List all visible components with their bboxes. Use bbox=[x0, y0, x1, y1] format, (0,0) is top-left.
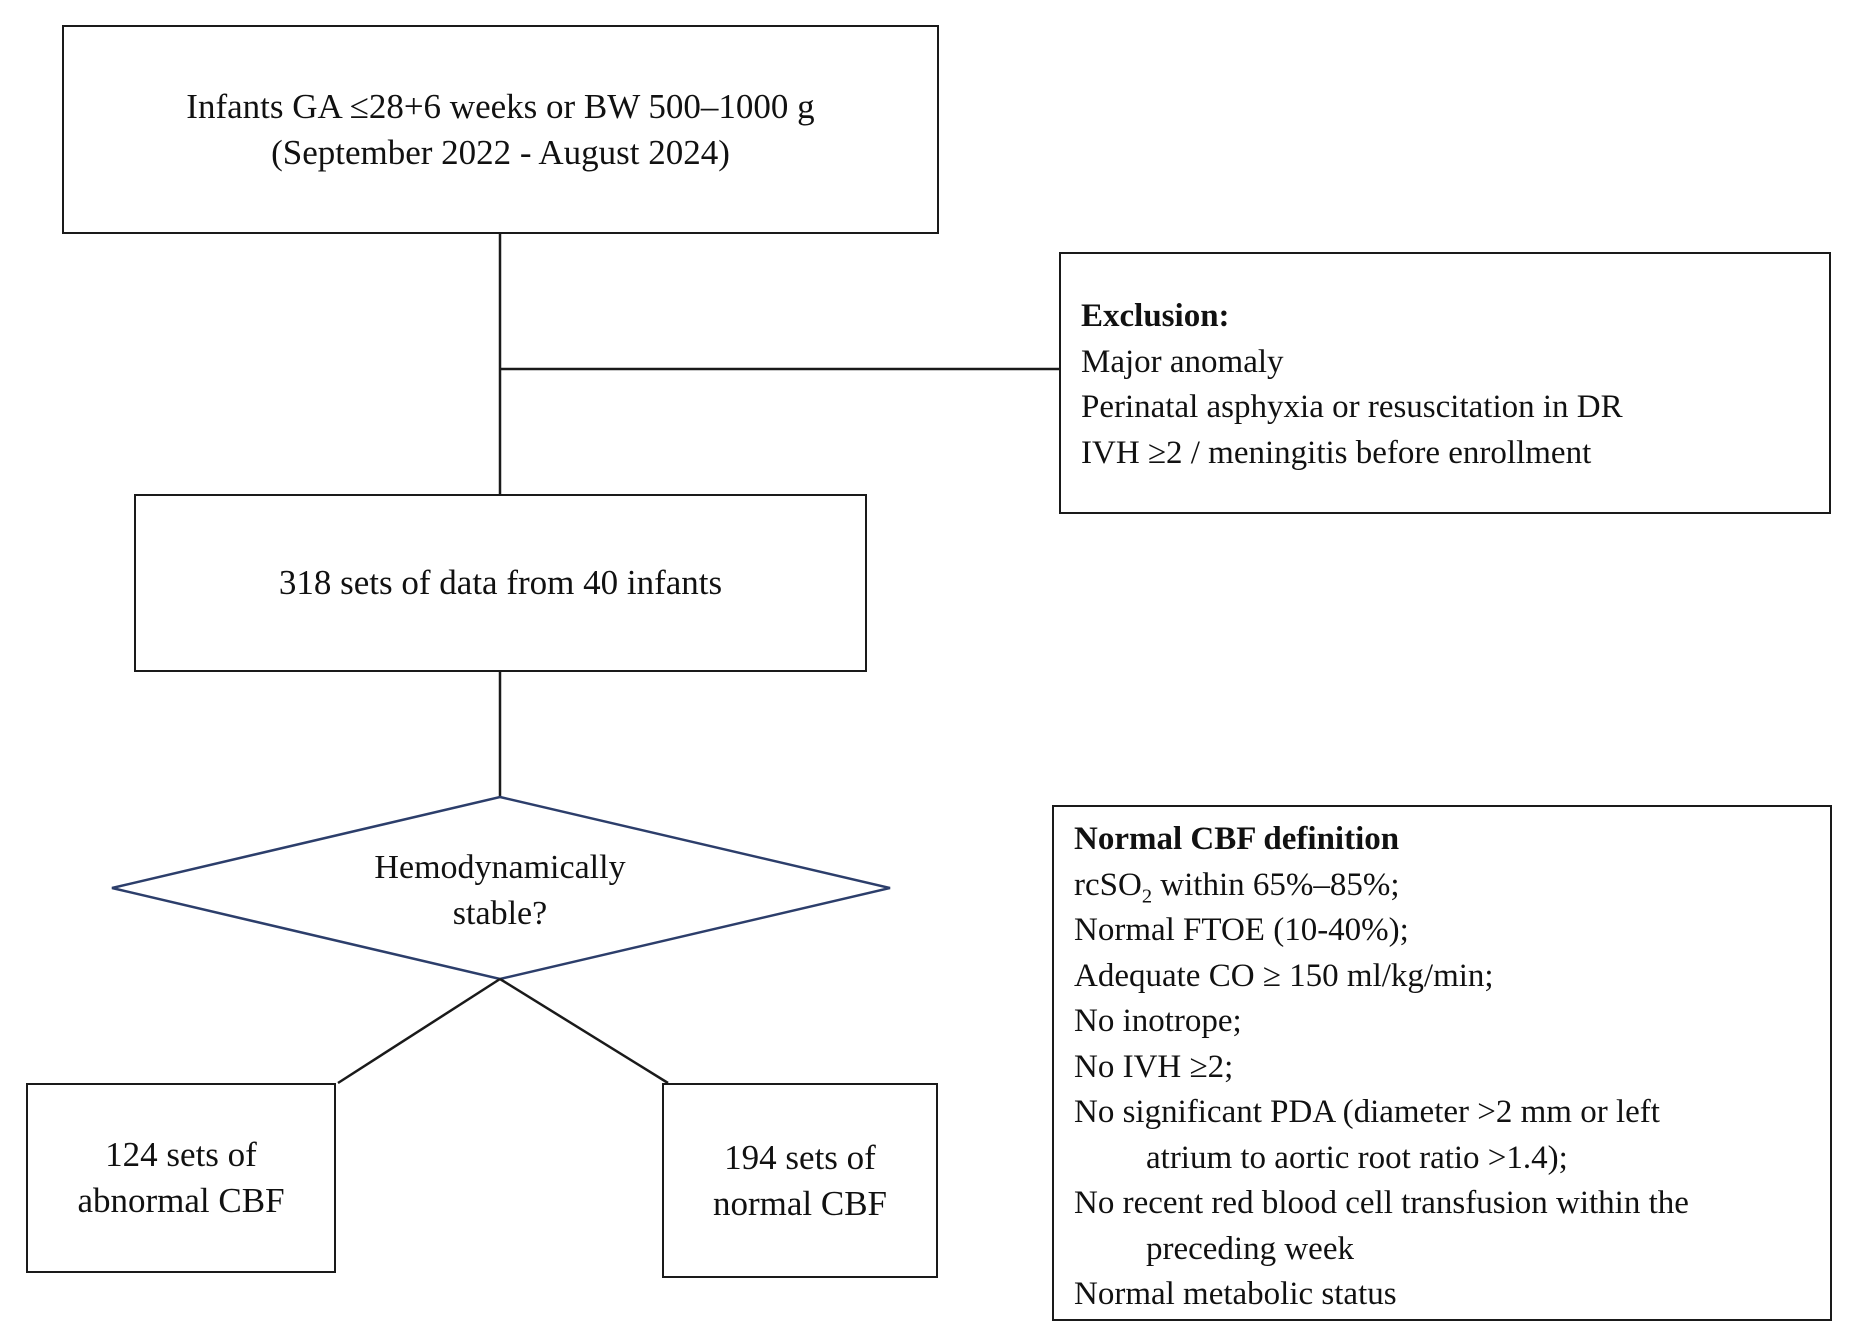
definition-ftoe: Normal FTOE (10-40%); bbox=[1074, 912, 1409, 948]
definition-pda: No significant PDA (diameter >2 mm or le… bbox=[1074, 1094, 1660, 1130]
exclusion-box: Exclusion: Major anomaly Perinatal asphy… bbox=[1059, 252, 1831, 514]
rcso2-prefix: rcSO bbox=[1074, 866, 1142, 903]
rcso2-suffix: within 65%–85%; bbox=[1152, 866, 1400, 903]
dataset-box: 318 sets of data from 40 infants bbox=[134, 494, 867, 672]
definition-co: Adequate CO ≥ 150 ml/kg/min; bbox=[1074, 957, 1494, 994]
abnormal-cbf-box: 124 sets of abnormal CBF bbox=[26, 1083, 336, 1273]
population-period: (September 2022 - August 2024) bbox=[271, 132, 730, 172]
definition-metabolic: Normal metabolic status bbox=[1074, 1276, 1397, 1312]
rcso2-subscript: 2 bbox=[1141, 885, 1153, 908]
abnormal-label: abnormal CBF bbox=[77, 1181, 285, 1220]
decision-line-2: stable? bbox=[452, 895, 548, 932]
definition-inotrope: No inotrope; bbox=[1074, 1003, 1242, 1039]
dataset-text: 318 sets of data from 40 infants bbox=[278, 563, 723, 602]
abnormal-count: 124 sets of bbox=[105, 1135, 257, 1174]
normal-cbf-definition-box: Normal CBF definition rcSO2 within 65%–8… bbox=[1052, 805, 1832, 1321]
exclusion-title: Exclusion: bbox=[1081, 298, 1230, 334]
connector-decision-to-abnormal bbox=[337, 977, 501, 1085]
definition-pda-continued: atrium to aortic root ratio >1.4); bbox=[1146, 1139, 1568, 1176]
definition-title: Normal CBF definition bbox=[1074, 821, 1400, 857]
definition-ivh: No IVH ≥2; bbox=[1074, 1048, 1234, 1085]
definition-rcso2: rcSO2 within 65%–85%; bbox=[1074, 863, 1830, 909]
decision-label: Hemodynamically stable? bbox=[300, 845, 700, 937]
definition-rbc: No recent red blood cell transfusion wit… bbox=[1074, 1185, 1689, 1221]
exclusion-item: IVH ≥2 / meningitis before enrollment bbox=[1081, 434, 1592, 471]
connector-decision-to-normal bbox=[499, 977, 669, 1085]
normal-count: 194 sets of bbox=[724, 1137, 876, 1177]
definition-rbc-continued: preceding week bbox=[1146, 1230, 1354, 1267]
normal-cbf-box: 194 sets of normal CBF bbox=[662, 1083, 938, 1278]
decision-line-1: Hemodynamically bbox=[374, 849, 626, 886]
population-criteria: Infants GA ≤28+6 weeks or BW 500–1000 g bbox=[186, 86, 815, 126]
normal-label: normal CBF bbox=[712, 1183, 888, 1223]
exclusion-item: Perinatal asphyxia or resuscitation in D… bbox=[1081, 389, 1623, 425]
exclusion-item: Major anomaly bbox=[1081, 343, 1284, 380]
population-box: Infants GA ≤28+6 weeks or BW 500–1000 g … bbox=[62, 25, 939, 234]
